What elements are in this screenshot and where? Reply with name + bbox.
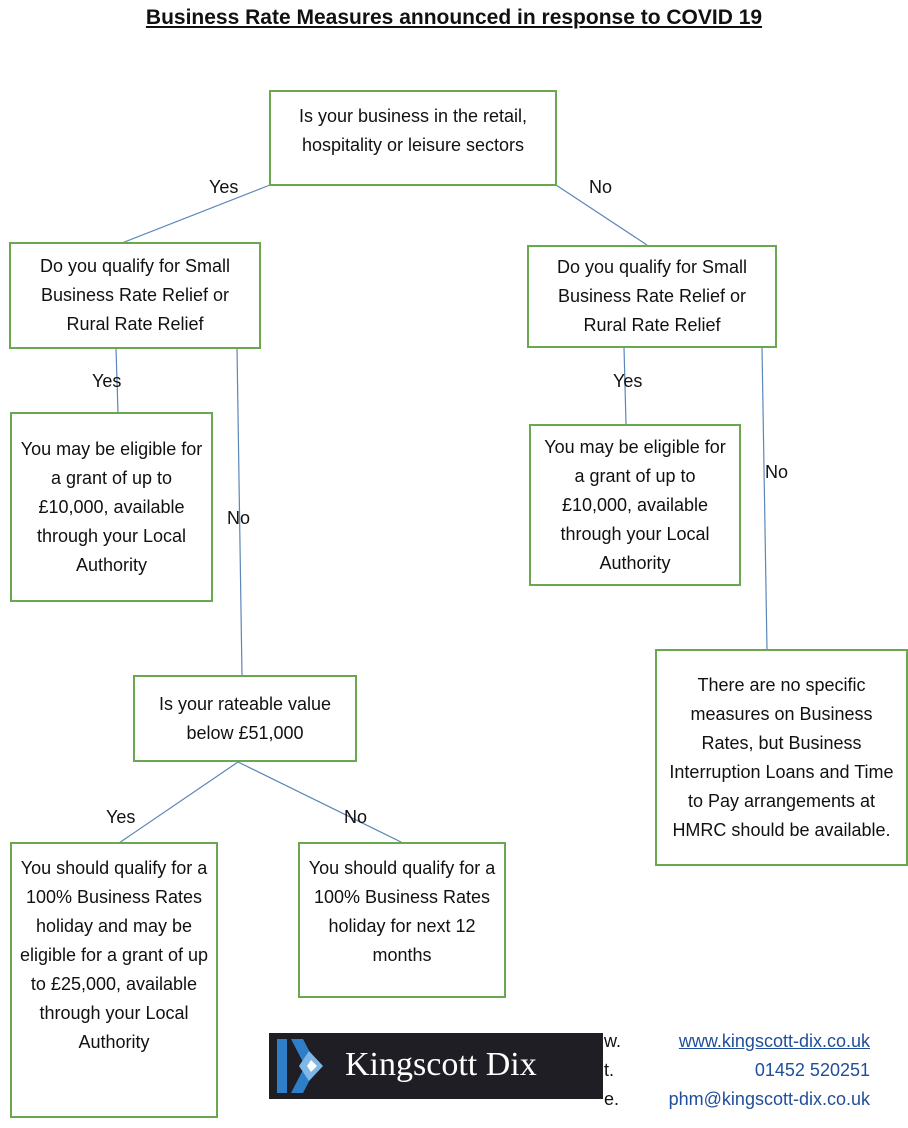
edge-root-yes [121, 184, 271, 244]
contact-key: t. [604, 1060, 615, 1080]
node-holiday-grant-25k: You should qualify for a 100% Business R… [10, 842, 218, 1118]
label-rateable-no: No [344, 807, 368, 827]
phone-number: 01452 520251 [754, 1060, 870, 1080]
label-left-no: No [227, 508, 251, 528]
label-root-no: No [589, 177, 613, 197]
brand-name: Kingscott Dix [345, 1046, 537, 1083]
page-title: Business Rate Measures announced in resp… [145, 6, 763, 29]
kingscott-dix-logo: Kingscott Dix [269, 1033, 603, 1099]
label-root-yes: Yes [209, 177, 239, 197]
edge-rateable-no [237, 761, 404, 844]
edge-left-yes [115, 347, 119, 414]
label-right-yes: Yes [613, 371, 643, 391]
contact-key: w. [604, 1031, 622, 1051]
node-grant-10k-left: You may be eligible for a grant of up to… [10, 412, 213, 602]
contact-block: w. www.kingscott-dix.co.uk t. 01452 5202… [604, 1027, 870, 1114]
kd-logo-icon [269, 1033, 331, 1099]
node-no-measures: There are no specific measures on Busine… [655, 649, 908, 866]
contact-key: e. [604, 1089, 620, 1109]
contact-email: e. phm@kingscott-dix.co.uk [604, 1085, 870, 1114]
contact-phone: t. 01452 520251 [604, 1056, 870, 1085]
label-rateable-yes: Yes [106, 807, 136, 827]
email-address[interactable]: phm@kingscott-dix.co.uk [668, 1089, 870, 1109]
node-root: Is your business in the retail, hospital… [269, 90, 557, 186]
label-left-yes: Yes [92, 371, 122, 391]
edge-left-no [236, 347, 243, 677]
node-rateable-question: Is your rateable value below £51,000 [133, 675, 357, 762]
node-right-question: Do you qualify for Small Business Rate R… [527, 245, 777, 348]
node-left-question: Do you qualify for Small Business Rate R… [9, 242, 261, 349]
node-holiday-12-months: You should qualify for a 100% Business R… [298, 842, 506, 998]
edge-rateable-yes [118, 761, 239, 844]
label-right-no: No [765, 462, 789, 482]
website-link[interactable]: www.kingscott-dix.co.uk [678, 1031, 870, 1051]
edge-right-no [761, 346, 768, 651]
node-grant-10k-right: You may be eligible for a grant of up to… [529, 424, 741, 586]
contact-website: w. www.kingscott-dix.co.uk [604, 1027, 870, 1056]
edge-root-no [555, 184, 648, 246]
edge-right-yes [623, 346, 627, 425]
